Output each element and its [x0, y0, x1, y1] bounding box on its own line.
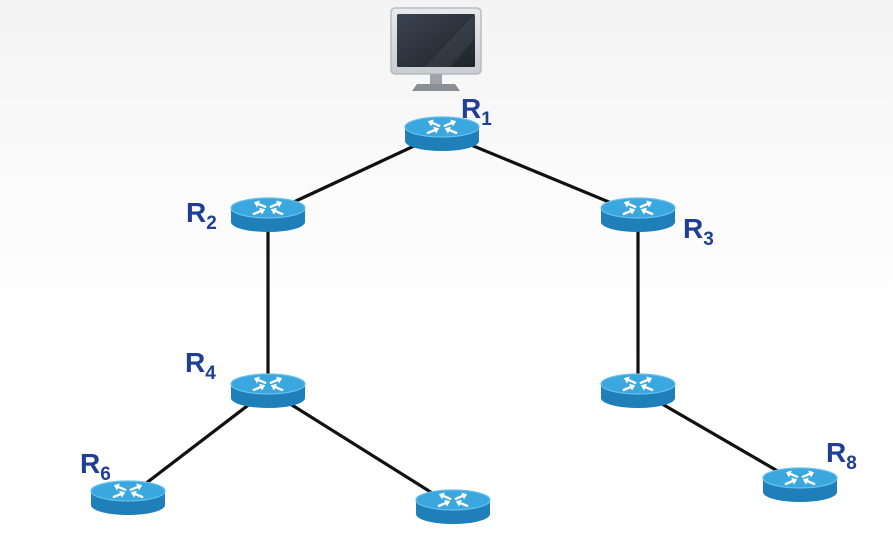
label-r1: R1: [461, 93, 492, 130]
router-r7: [600, 373, 676, 408]
label-r3: R3: [683, 213, 714, 250]
router-r3: [600, 197, 676, 232]
computer: [390, 7, 482, 91]
router-arrows-icon: [426, 119, 458, 135]
router-r2: [230, 197, 306, 232]
link-r7-r8: [636, 388, 802, 486]
router-arrows-icon: [622, 200, 654, 216]
router-r5: [415, 489, 491, 524]
link-r1-r3: [440, 131, 640, 216]
router-arrows-icon: [437, 492, 469, 508]
label-r4: R4: [185, 347, 216, 384]
router-arrows-icon: [622, 376, 654, 392]
link-r4-r5: [266, 388, 455, 508]
router-arrows-icon: [252, 376, 284, 392]
router-r4: [230, 373, 306, 408]
label-r6: R6: [80, 448, 111, 485]
router-arrows-icon: [112, 483, 144, 499]
desktop-computer-icon: [390, 7, 482, 91]
router-arrows-icon: [252, 200, 284, 216]
link-r4-r6: [126, 388, 270, 499]
router-r8: [762, 467, 838, 502]
router-arrows-icon: [784, 470, 816, 486]
router-r1: [404, 116, 480, 151]
label-r8: R8: [826, 437, 857, 474]
router-r6: [90, 480, 166, 515]
links-layer: [126, 131, 802, 508]
label-r2: R2: [186, 197, 217, 234]
routers-layer: [90, 116, 838, 524]
